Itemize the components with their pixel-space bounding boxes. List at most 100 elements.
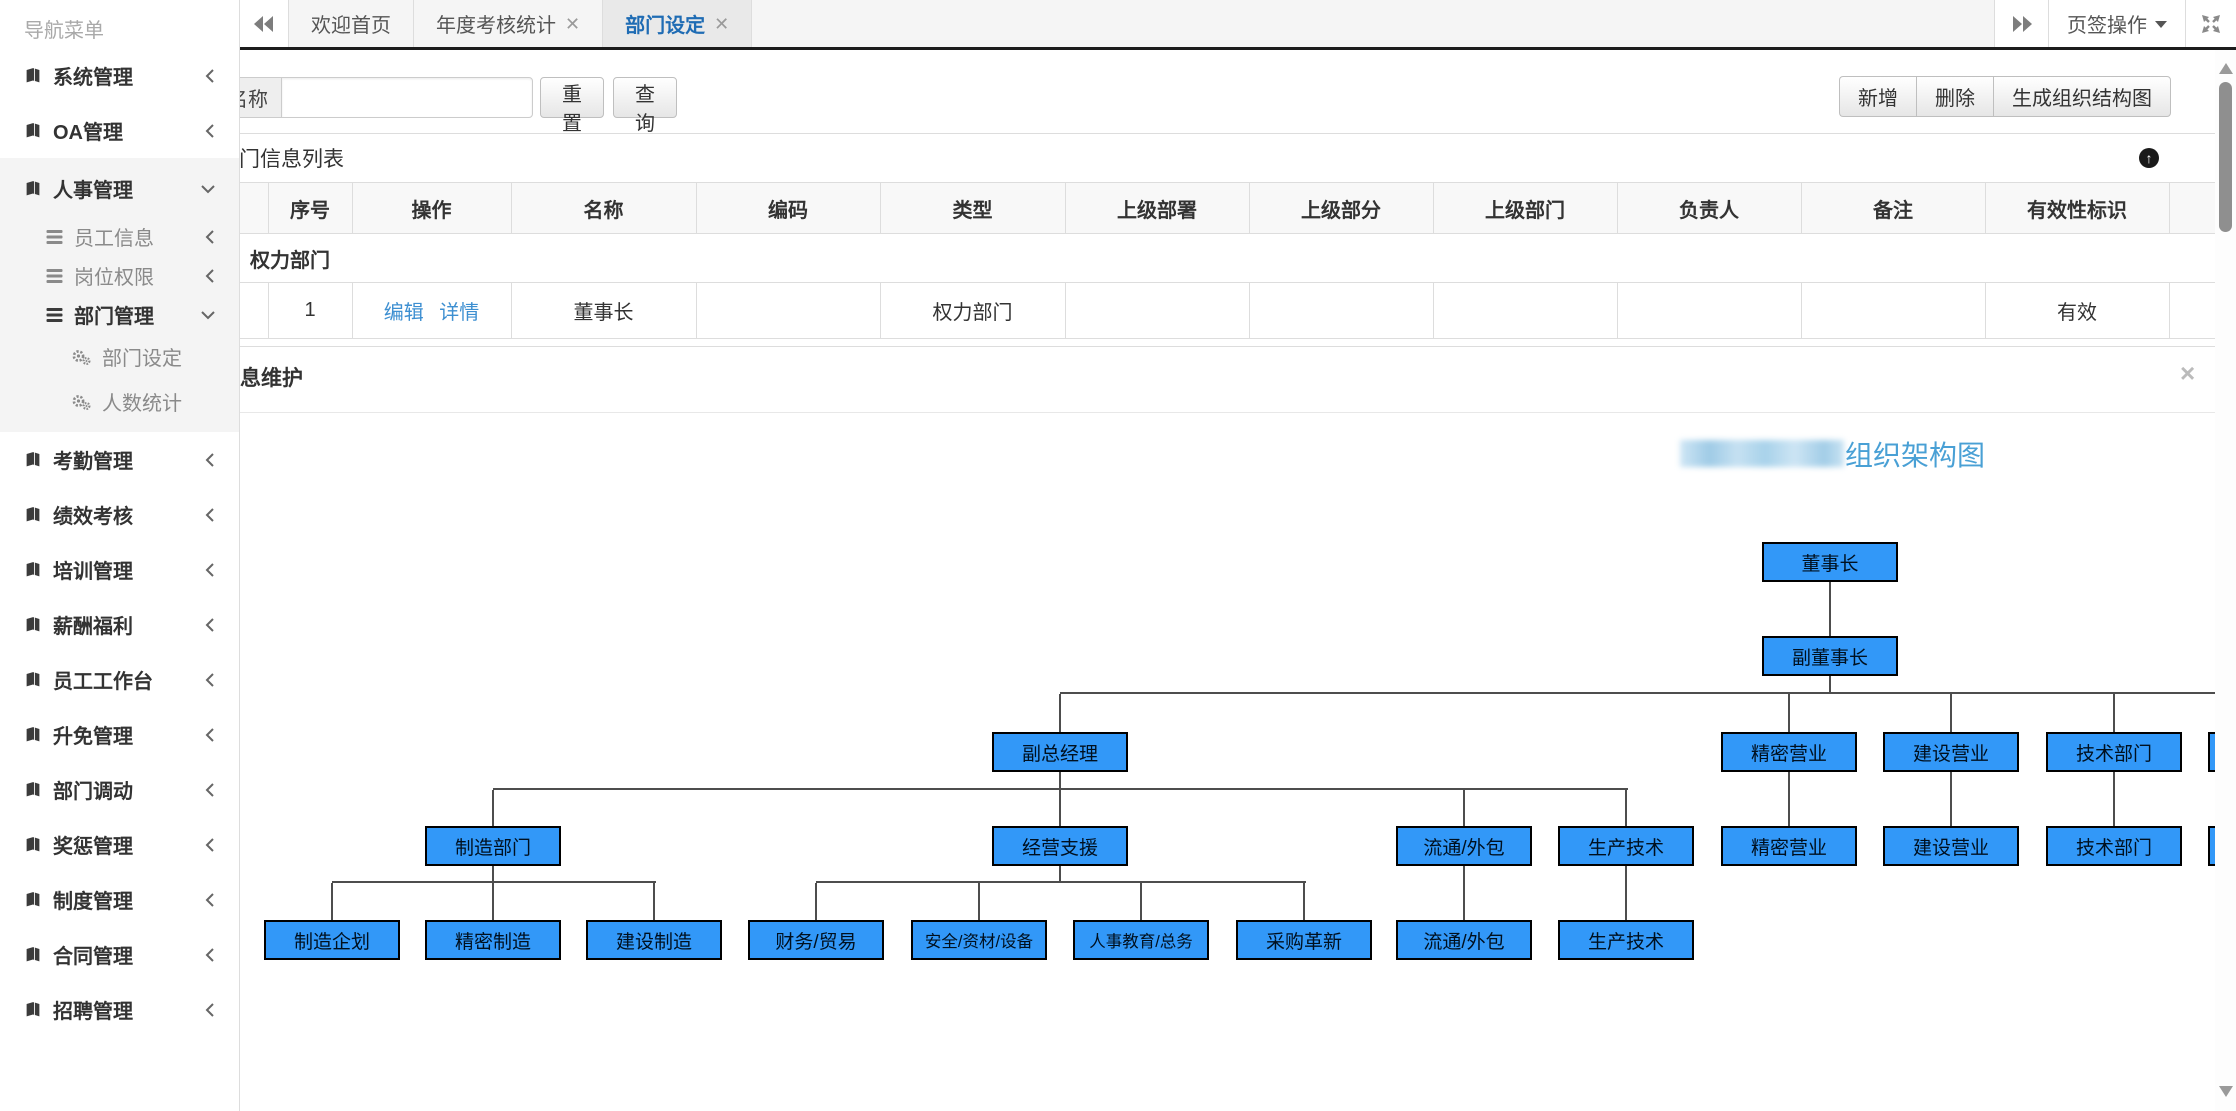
org-node-流通/外包[interactable]: 流通/外包 <box>1396 826 1532 866</box>
sidebar-item-label: 员工信息 <box>74 228 154 250</box>
query-button[interactable]: 查询 <box>613 77 677 135</box>
book-icon <box>24 506 42 523</box>
sidebar-item-考勤管理[interactable]: 考勤管理 <box>0 432 239 487</box>
org-node-建设营业[interactable]: 建设营业 <box>1883 826 2019 866</box>
org-node-建设营业[interactable]: 建设营业 <box>1883 732 2019 772</box>
chevron-down-icon <box>201 184 215 194</box>
fullscreen-toggle-button[interactable] <box>2185 0 2236 47</box>
sidebar-item-部门设定[interactable]: 部门设定 <box>0 334 239 379</box>
sidebar-item-员工信息[interactable]: 员工信息 <box>0 217 239 256</box>
add-button[interactable]: 新增 <box>1839 76 1916 117</box>
sidebar-item-招聘管理[interactable]: 招聘管理 <box>0 982 239 1037</box>
org-node-董事长[interactable]: 董事长 <box>1762 542 1898 582</box>
tab-operations-dropdown[interactable]: 页签操作 <box>2048 0 2185 47</box>
chevron-left-icon <box>205 782 215 797</box>
panel-top-border <box>0 133 2215 134</box>
sidebar-item-人事管理[interactable]: 人事管理 <box>0 160 239 217</box>
org-node-精密营业[interactable]: 精密营业 <box>1721 732 1857 772</box>
scrollbar-thumb[interactable] <box>2219 82 2232 232</box>
maint-panel-top-border <box>0 346 2215 347</box>
close-icon[interactable]: × <box>2180 358 2196 388</box>
column-header-备注: 备注 <box>1800 182 1985 234</box>
org-node-流通/外包[interactable]: 流通/外包 <box>1396 920 1532 960</box>
org-node-技术部门[interactable]: 技术部门 <box>2046 826 2182 866</box>
chevron-left-icon <box>205 947 215 962</box>
sidebar-item-培训管理[interactable]: 培训管理 <box>0 542 239 597</box>
org-node-生产技术[interactable]: 生产技术 <box>1558 826 1694 866</box>
org-node-制造部门[interactable]: 制造部门 <box>425 826 561 866</box>
sidebar-item-合同管理[interactable]: 合同管理 <box>0 927 239 982</box>
org-node-副董事长[interactable]: 副董事长 <box>1762 636 1898 676</box>
sidebar-item-label: 招聘管理 <box>53 1001 133 1023</box>
sidebar-item-薪酬福利[interactable]: 薪酬福利 <box>0 597 239 652</box>
org-node-采购革新[interactable]: 采购革新 <box>1236 920 1372 960</box>
column-header-序号: 序号 <box>267 182 352 234</box>
cell-seq: 1 <box>267 282 352 339</box>
collapse-panel-icon[interactable]: ↑ <box>2139 148 2159 168</box>
chevron-left-icon <box>205 837 215 852</box>
detail-link[interactable]: 详情 <box>439 302 480 324</box>
delete-button[interactable]: 删除 <box>1916 76 1993 117</box>
tab-bar: 欢迎首页年度考核统计✕部门设定✕ 页签操作 <box>240 0 2236 50</box>
chevron-left-icon <box>205 68 215 83</box>
tab-欢迎首页[interactable]: 欢迎首页 <box>289 0 414 47</box>
double-chevron-right-icon <box>2012 15 2032 32</box>
sidebar-item-员工工作台[interactable]: 员工工作台 <box>0 652 239 707</box>
sidebar-item-OA管理[interactable]: OA管理 <box>0 103 239 158</box>
org-node-精密营业[interactable]: 精密营业 <box>1721 826 1857 866</box>
column-header-上级部分: 上级部分 <box>1248 182 1433 234</box>
sidebar-item-制度管理[interactable]: 制度管理 <box>0 872 239 927</box>
generate-org-chart-button[interactable]: 生成组织结构图 <box>1993 76 2171 117</box>
org-node-精密制造[interactable]: 精密制造 <box>425 920 561 960</box>
tab-close-icon[interactable]: ✕ <box>714 13 730 34</box>
search-input[interactable] <box>281 77 533 118</box>
sidebar-item-部门管理[interactable]: 部门管理 <box>0 295 239 334</box>
tab-operations-label: 页签操作 <box>2067 15 2147 37</box>
org-node-财务/贸易[interactable]: 财务/贸易 <box>748 920 884 960</box>
sidebar-item-label: 部门管理 <box>74 306 154 328</box>
table-group-row: 权力部门 <box>0 233 2215 283</box>
org-connector-line <box>492 790 494 826</box>
org-node-安全/资材/设备[interactable]: 安全/资材/设备 <box>911 920 1047 960</box>
org-node-技术部门[interactable]: 技术部门 <box>2046 732 2182 772</box>
org-node-副总经理[interactable]: 副总经理 <box>992 732 1128 772</box>
sidebar-item-人数统计[interactable]: 人数统计 <box>0 379 239 424</box>
sidebar-item-label: 升免管理 <box>53 726 133 748</box>
book-icon <box>24 891 42 908</box>
chevron-left-icon <box>205 617 215 632</box>
tabbar-spacer <box>752 0 1994 47</box>
org-node-生产技术[interactable]: 生产技术 <box>1558 920 1694 960</box>
cogs-icon <box>72 394 91 410</box>
sidebar-item-label: 培训管理 <box>53 561 133 583</box>
tab-部门设定[interactable]: 部门设定✕ <box>603 0 753 47</box>
tab-年度考核统计[interactable]: 年度考核统计✕ <box>414 0 604 47</box>
sidebar-item-label: 考勤管理 <box>53 451 133 473</box>
tab-close-icon[interactable]: ✕ <box>565 13 581 34</box>
scroll-tabs-right-button[interactable] <box>1994 0 2048 47</box>
sidebar-item-label: 奖惩管理 <box>53 836 133 858</box>
sidebar-item-部门调动[interactable]: 部门调动 <box>0 762 239 817</box>
org-connector-line <box>331 883 333 920</box>
cell-manager <box>1616 282 1801 339</box>
scroll-down-arrow-icon[interactable] <box>2219 1086 2233 1097</box>
org-connector-line <box>332 881 656 883</box>
org-node-制造企划[interactable]: 制造企划 <box>264 920 400 960</box>
org-connector-line <box>1829 676 1831 694</box>
vertical-scrollbar[interactable] <box>2215 50 2236 1111</box>
org-node-人事教育/总务[interactable]: 人事教育/总务 <box>1073 920 1209 960</box>
sidebar-item-升免管理[interactable]: 升免管理 <box>0 707 239 762</box>
org-connector-line <box>1059 694 1061 732</box>
sidebar-item-系统管理[interactable]: 系统管理 <box>0 48 239 103</box>
org-node-经营支援[interactable]: 经营支援 <box>992 826 1128 866</box>
org-node-建设制造[interactable]: 建设制造 <box>586 920 722 960</box>
sidebar-item-岗位权限[interactable]: 岗位权限 <box>0 256 239 295</box>
reset-button[interactable]: 重置 <box>540 77 604 135</box>
cell-type: 权力部门 <box>879 282 1065 339</box>
edit-link[interactable]: 编辑 <box>383 302 424 324</box>
sidebar-item-奖惩管理[interactable]: 奖惩管理 <box>0 817 239 872</box>
scroll-tabs-left-button[interactable] <box>240 0 289 47</box>
sidebar-item-绩效考核[interactable]: 绩效考核 <box>0 487 239 542</box>
scroll-up-arrow-icon[interactable] <box>2219 63 2233 74</box>
table-row[interactable]: 1 编辑 详情 董事长 权力部门 有效 <box>0 282 2215 339</box>
